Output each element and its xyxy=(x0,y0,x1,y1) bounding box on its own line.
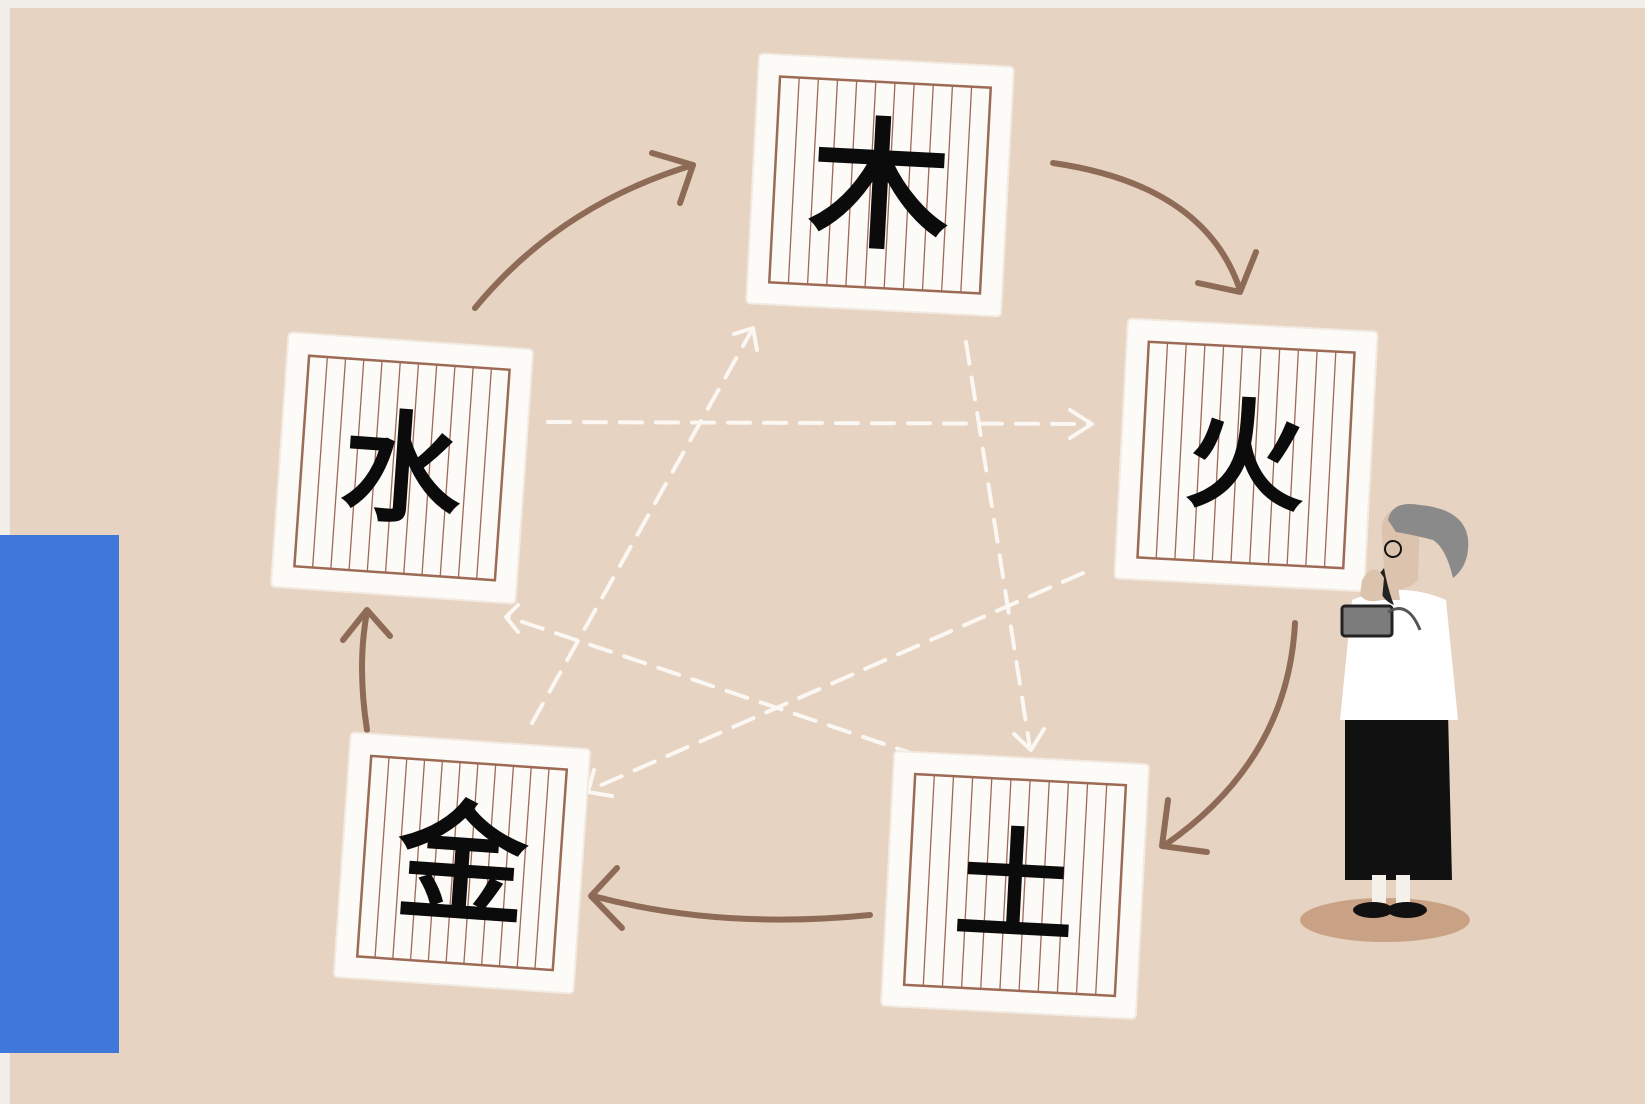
arrow-wood-to-earth xyxy=(964,340,1046,752)
card-water-grid-line xyxy=(457,367,474,578)
card-water-grid-line xyxy=(403,363,420,574)
card-water-grid-line xyxy=(348,359,365,571)
person-leg-left xyxy=(1372,875,1386,903)
card-metal: 金 xyxy=(333,731,591,995)
arrow-earth-to-metal xyxy=(588,865,873,931)
card-wood-grid-line xyxy=(902,83,915,290)
arrow-metal-to-water xyxy=(340,607,393,733)
card-earth: 土 xyxy=(880,750,1150,1020)
card-earth-grid-line xyxy=(1056,782,1070,993)
card-water-grid-line xyxy=(439,365,456,577)
arrow-earth-to-water xyxy=(504,603,954,769)
person-glasses xyxy=(1384,540,1402,558)
card-wood-character: 木 xyxy=(806,102,954,273)
card-wood-grid-line xyxy=(941,85,954,292)
card-metal-grid-line xyxy=(445,762,461,963)
card-fire-grid-line xyxy=(1249,347,1262,564)
card-water: 水 xyxy=(270,331,534,605)
card-wood-grid-line xyxy=(864,81,877,288)
element-cards: 木火土 金 水 xyxy=(270,52,1379,1020)
card-fire-frame xyxy=(1136,340,1356,570)
card-metal-character: 金 xyxy=(391,783,533,945)
card-water-paper xyxy=(270,331,534,605)
card-metal-grid-line xyxy=(409,759,426,961)
card-earth-grid-line xyxy=(1075,783,1089,994)
card-earth-grid-line xyxy=(980,778,993,989)
card-fire-grid-line xyxy=(1230,346,1243,563)
card-water-grid-line xyxy=(421,364,438,576)
card-earth-grid-line xyxy=(1018,780,1031,991)
card-earth-grid-line xyxy=(922,775,935,986)
card-water-grid-line xyxy=(366,360,383,572)
person-shoe-right xyxy=(1387,902,1427,918)
card-wood-grid-line xyxy=(921,84,934,291)
card-metal-paper xyxy=(333,731,591,995)
person-shoe-left xyxy=(1353,902,1393,918)
card-water-grid-line xyxy=(330,358,347,569)
card-metal-grid-line xyxy=(534,768,550,969)
card-wood-grid-line xyxy=(806,78,819,285)
card-fire-grid-line xyxy=(1192,344,1206,561)
card-fire-character: 火 xyxy=(1182,383,1309,530)
card-fire-grid-line xyxy=(1155,342,1169,559)
blue-side-bar xyxy=(0,535,119,1053)
arrow-wood-to-fire xyxy=(1050,160,1259,295)
card-metal-grid-line xyxy=(374,757,390,958)
card-metal-grid-line xyxy=(463,763,479,964)
card-metal-grid-line xyxy=(427,760,443,962)
person-leg-right xyxy=(1396,875,1410,903)
card-wood: 木 xyxy=(745,52,1015,318)
card-earth-grid-line xyxy=(999,779,1012,990)
person-shadow xyxy=(1300,898,1470,942)
card-metal-grid-line xyxy=(392,758,408,959)
arrow-fire-to-earth xyxy=(1159,620,1298,855)
card-earth-character: 土 xyxy=(951,813,1078,960)
generating-cycle-arrows xyxy=(340,150,1298,931)
arrow-water-to-fire xyxy=(546,408,1094,440)
card-wood-grid-line xyxy=(787,77,800,284)
controlling-cycle-arrows xyxy=(504,326,1094,798)
card-earth-grid-line xyxy=(960,777,974,988)
person-tablet xyxy=(1340,604,1394,638)
person-hand xyxy=(1360,569,1384,602)
card-fire-grid-line xyxy=(1174,343,1187,560)
card-water-grid-line xyxy=(476,368,493,580)
card-fire-grid-line xyxy=(1267,348,1281,565)
card-fire-paper xyxy=(1113,317,1379,593)
person-hair xyxy=(1388,504,1469,578)
card-wood-grid-line xyxy=(826,79,839,286)
person-figure xyxy=(1300,504,1470,942)
card-earth-paper xyxy=(880,750,1150,1020)
card-fire-grid-line xyxy=(1286,349,1300,566)
card-earth-frame xyxy=(902,772,1128,998)
card-wood-grid-line xyxy=(845,80,858,287)
card-wood-grid-line xyxy=(883,82,896,289)
card-metal-grid-line xyxy=(516,767,532,968)
card-earth-grid-line xyxy=(1037,781,1050,992)
arrow-water-to-wood xyxy=(472,150,696,311)
card-metal-grid-line xyxy=(498,765,515,967)
card-fire-grid-line xyxy=(1211,345,1225,562)
card-water-grid-line xyxy=(384,362,401,573)
card-earth-grid-line xyxy=(1095,784,1108,995)
card-earth-grid-line xyxy=(941,776,955,987)
card-wood-frame xyxy=(767,75,993,295)
card-water-grid-line xyxy=(311,356,328,568)
arrow-metal-to-wood xyxy=(530,326,759,725)
card-metal-grid-line xyxy=(481,764,497,966)
card-metal-frame xyxy=(355,754,569,972)
card-wood-grid-line xyxy=(960,86,973,293)
person-arm xyxy=(1387,607,1422,631)
card-fire: 火 xyxy=(1113,317,1379,593)
card-wood-paper xyxy=(745,52,1015,318)
card-water-character: 水 xyxy=(337,395,468,544)
card-fire-grid-line xyxy=(1305,350,1318,567)
card-fire-grid-line xyxy=(1323,351,1337,568)
person-skirt xyxy=(1345,712,1452,880)
card-water-frame xyxy=(293,354,511,582)
